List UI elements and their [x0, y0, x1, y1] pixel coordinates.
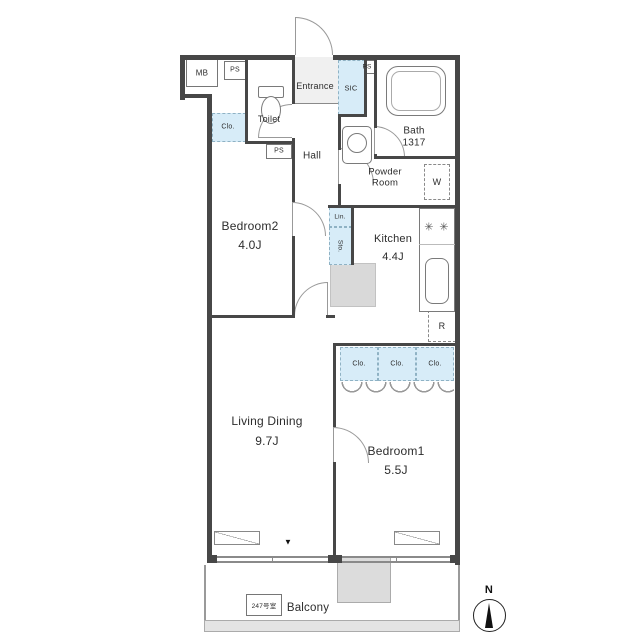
storage-label: Sto. [336, 239, 344, 253]
toilet-bowl-icon [261, 96, 281, 124]
linen-label: Lin. [334, 213, 346, 221]
wall-sic-right [364, 55, 367, 117]
hall-label: Hall [302, 150, 322, 162]
balcony-label: Balcony [286, 602, 330, 614]
entrance-floor [295, 57, 338, 104]
powder-room-label: Powder [368, 166, 402, 178]
wall-sic-bottom [338, 114, 367, 117]
closet-label: Clo. [221, 123, 235, 131]
pipe-space-label: PS [362, 63, 372, 71]
balcony-hatch [337, 557, 391, 603]
bedroom2-label: Bedroom2 [221, 219, 279, 233]
washer-space [424, 164, 450, 200]
toilet-label: Toilet [257, 114, 281, 124]
bedroom2-closet [212, 113, 246, 142]
wall-bath-bottom [374, 156, 456, 159]
pipe-space-label: PS [274, 147, 284, 155]
wall-notch [180, 94, 212, 98]
bath-size-label: 1317 [402, 137, 426, 149]
bedroom1-closet-3 [416, 347, 454, 381]
balcony-right-edge [458, 565, 460, 620]
living-dining-size-label: 9.7J [255, 434, 279, 448]
entrance-label: Entrance [296, 81, 334, 91]
wall-bath-left-a [374, 55, 377, 128]
duct-pillar [330, 263, 376, 307]
wall-right [455, 55, 460, 565]
wall-entrance-left-b [292, 138, 295, 202]
bedroom1-closet-2 [378, 347, 416, 381]
bath-label: Bath [403, 125, 425, 137]
stove-burner-icon: ✳ [439, 221, 449, 234]
wall-bottom-stub-right [450, 555, 460, 563]
entrance-step-line [295, 103, 338, 104]
wall-bottom-stub-left [207, 555, 217, 563]
closet-hanger-arcs [340, 382, 454, 394]
closet-label: Clo. [352, 360, 366, 368]
wall-powder-left-a [338, 115, 341, 150]
closet-label: Clo. [428, 360, 442, 368]
powder-room-label: Room [371, 177, 399, 189]
wall-bedroom1-top [333, 343, 456, 346]
kitchen-size-label: 4.4J [382, 251, 404, 263]
meter-box-label: MB [195, 68, 209, 78]
compass-circle [473, 599, 506, 632]
pipe-space-label: PS [230, 66, 240, 74]
wall-kitchen-left [351, 205, 354, 265]
wall-bedroom1-left-b [333, 462, 336, 561]
stove-edge-line [419, 244, 455, 245]
compass-north-label: N [484, 584, 494, 596]
stove-burner-icon: ✳ [424, 221, 434, 234]
balcony-left-edge [204, 565, 206, 620]
balcony-edge-band [204, 620, 460, 632]
bedroom1-closet-1 [340, 347, 378, 381]
room-number-label: 247号室 [251, 603, 277, 610]
vanity-bowl-icon [347, 133, 367, 153]
bedroom1-door-arc [333, 427, 369, 463]
bedroom2-size-label: 4.0J [238, 238, 262, 252]
bedroom1-size-label: 5.5J [384, 463, 408, 477]
bedroom2-door-arc [292, 202, 326, 236]
wall-left [207, 96, 212, 561]
beam-symbol-living [214, 531, 260, 545]
washer-label: W [432, 177, 442, 187]
door-pointer-icon: ▼ [283, 537, 293, 547]
wall-powder-kitchen [328, 205, 456, 208]
ld-window-mullion [272, 556, 273, 563]
kitchen-sink-icon [425, 258, 449, 304]
wall-corridor-pillar [326, 315, 335, 318]
wall-entrance-left-a [292, 55, 295, 104]
bathtub-inner-icon [391, 71, 441, 111]
sic-label: SIC [344, 83, 358, 93]
wall-toilet-left [245, 55, 248, 144]
wall-entrance-left-c [292, 236, 295, 318]
compass-needle-icon [484, 603, 493, 628]
kitchen-label: Kitchen [373, 233, 413, 245]
wall-left-upper [180, 55, 185, 100]
refrigerator-label: R [438, 321, 446, 331]
wall-top-right [333, 55, 460, 60]
wall-toilet-bottom [245, 141, 295, 144]
wall-bedroom2-bottom [207, 315, 295, 318]
wall-powder-left-b [338, 184, 341, 207]
beam-symbol-bedroom1 [394, 531, 440, 545]
pipe-space-box-toilet [266, 144, 292, 159]
bath-door-arc [374, 126, 405, 157]
wall-bedroom1-left-a [333, 343, 336, 427]
b1-window-mullion [396, 556, 397, 563]
bedroom1-label: Bedroom1 [367, 444, 425, 458]
closet-label: Clo. [390, 360, 404, 368]
room-number-plate [246, 594, 282, 616]
entrance-door-arc [295, 17, 333, 55]
wall-top-left [180, 55, 295, 60]
living-door-arc [294, 282, 328, 316]
living-dining-label: Living Dining [231, 414, 303, 428]
